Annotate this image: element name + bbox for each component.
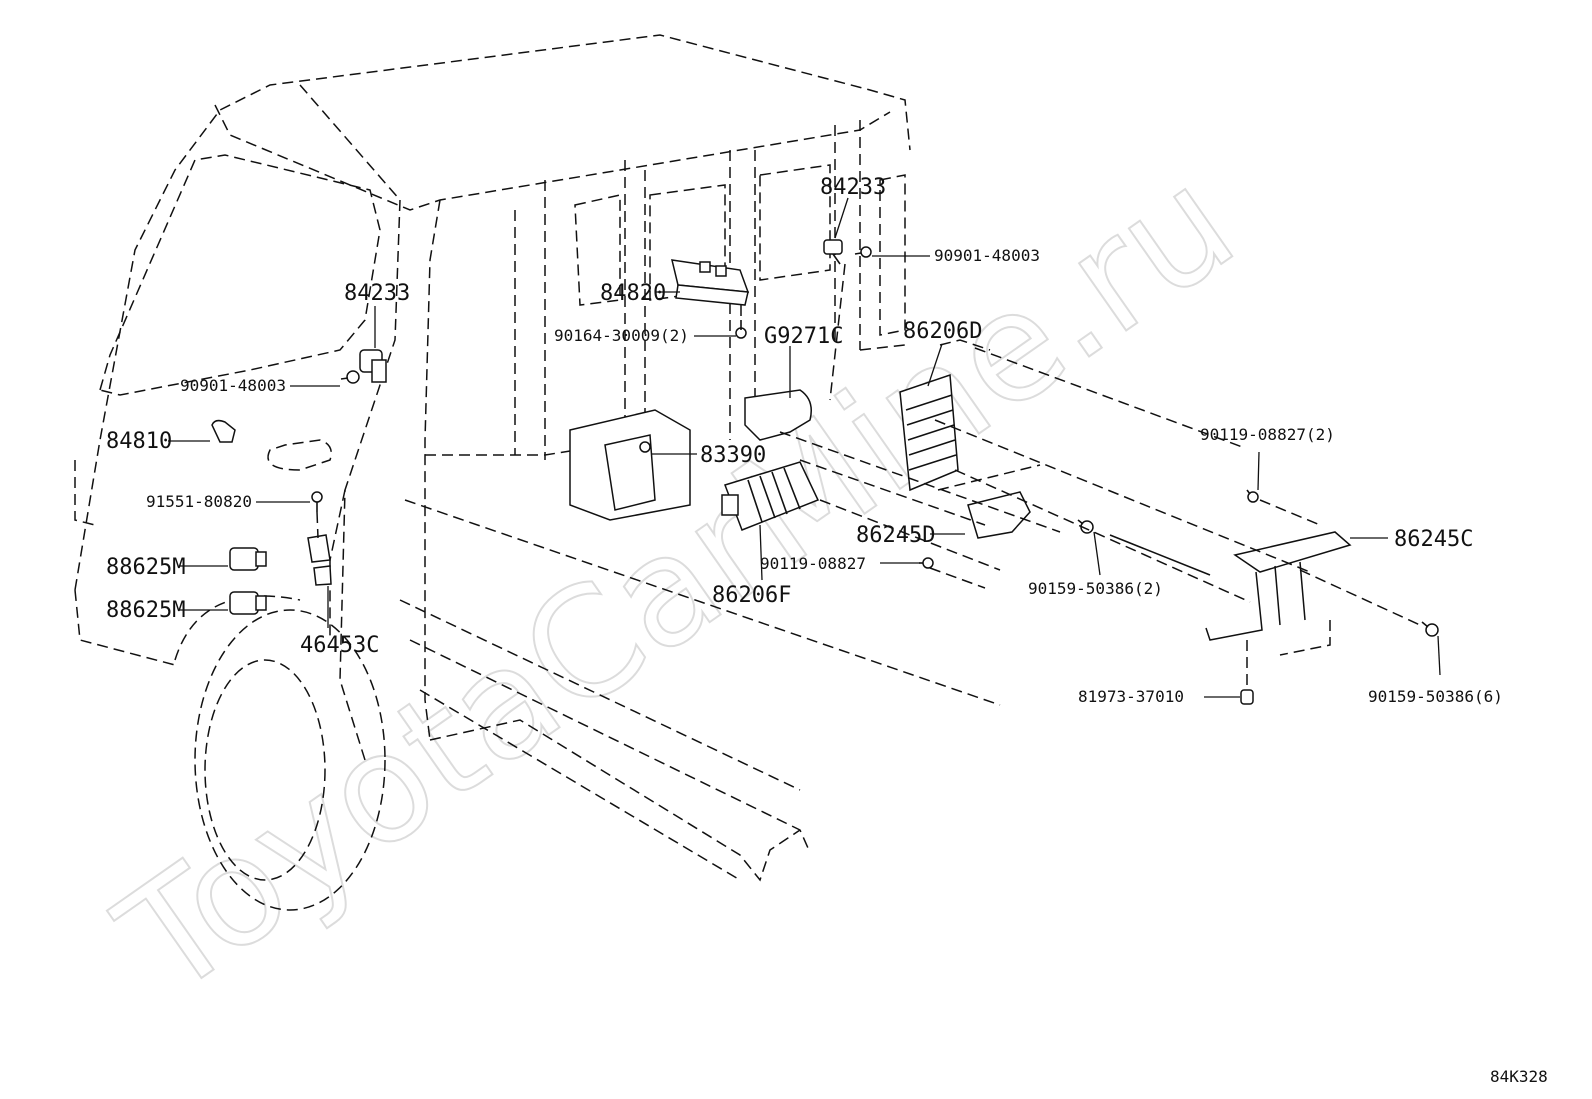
label-90159-two: 90159-50386(2) xyxy=(1028,579,1163,598)
part-G9271C[interactable] xyxy=(744,389,812,441)
label-88625m-b: 88625M xyxy=(106,598,185,623)
connector-88625m-a[interactable] xyxy=(229,547,267,571)
screw-90164[interactable] xyxy=(735,320,747,339)
label-84820: 84820 xyxy=(600,281,666,306)
label-90901-right: 90901-48003 xyxy=(934,246,1040,265)
ecu-86206d[interactable] xyxy=(899,373,959,492)
label-81973: 81973-37010 xyxy=(1078,687,1184,706)
label-90901-left: 90901-48003 xyxy=(180,376,286,395)
labels: 84233 90901-48003 84810 91551-80820 8862… xyxy=(106,175,1548,1086)
bracket-86245d[interactable] xyxy=(967,491,1031,539)
part-83390[interactable] xyxy=(569,409,691,521)
part-84810[interactable] xyxy=(211,419,236,443)
bolt-90901-right[interactable] xyxy=(854,246,872,258)
bolt-90159-two[interactable] xyxy=(1077,519,1094,534)
label-91551: 91551-80820 xyxy=(146,492,252,511)
figure-code: 84K328 xyxy=(1490,1067,1548,1086)
label-84233-left: 84233 xyxy=(344,281,410,306)
leader-lines xyxy=(168,197,1441,698)
front-wheel xyxy=(174,595,386,911)
label-86245d: 86245D xyxy=(856,523,935,548)
assembly-lines xyxy=(779,347,1421,656)
part-84233-left[interactable] xyxy=(359,349,387,383)
label-46453c: 46453C xyxy=(300,633,379,658)
clip-81973[interactable] xyxy=(1240,689,1254,705)
part-84820[interactable] xyxy=(671,259,750,306)
label-84233-right: 84233 xyxy=(820,175,886,200)
label-83390: 83390 xyxy=(700,443,766,468)
label-90119-two: 90119-08827(2) xyxy=(1200,425,1335,444)
label-86245c: 86245C xyxy=(1394,527,1473,552)
bracket-86245c[interactable] xyxy=(1205,531,1352,641)
bolt-90159-six[interactable] xyxy=(1421,621,1439,637)
bracket-46453c[interactable] xyxy=(307,534,332,586)
label-g9271c: G9271C xyxy=(764,324,843,349)
label-86206f: 86206F xyxy=(712,583,791,608)
connector-88625m-b[interactable] xyxy=(229,591,267,615)
bolt-91551[interactable] xyxy=(311,491,323,512)
label-90159-six: 90159-50386(6) xyxy=(1368,687,1503,706)
label-84810: 84810 xyxy=(106,429,172,454)
label-88625m-a: 88625M xyxy=(106,555,185,580)
ecu-86206f[interactable] xyxy=(721,461,820,531)
label-90119-single: 90119-08827 xyxy=(760,554,866,573)
bolt-90119-single[interactable] xyxy=(919,557,934,569)
bolt-90119-two[interactable] xyxy=(1246,489,1259,503)
bolt-90901-left[interactable] xyxy=(340,370,360,384)
label-90164: 90164-30009(2) xyxy=(554,326,689,345)
part-84233-right[interactable] xyxy=(823,239,843,265)
label-86206d: 86206D xyxy=(903,319,982,344)
